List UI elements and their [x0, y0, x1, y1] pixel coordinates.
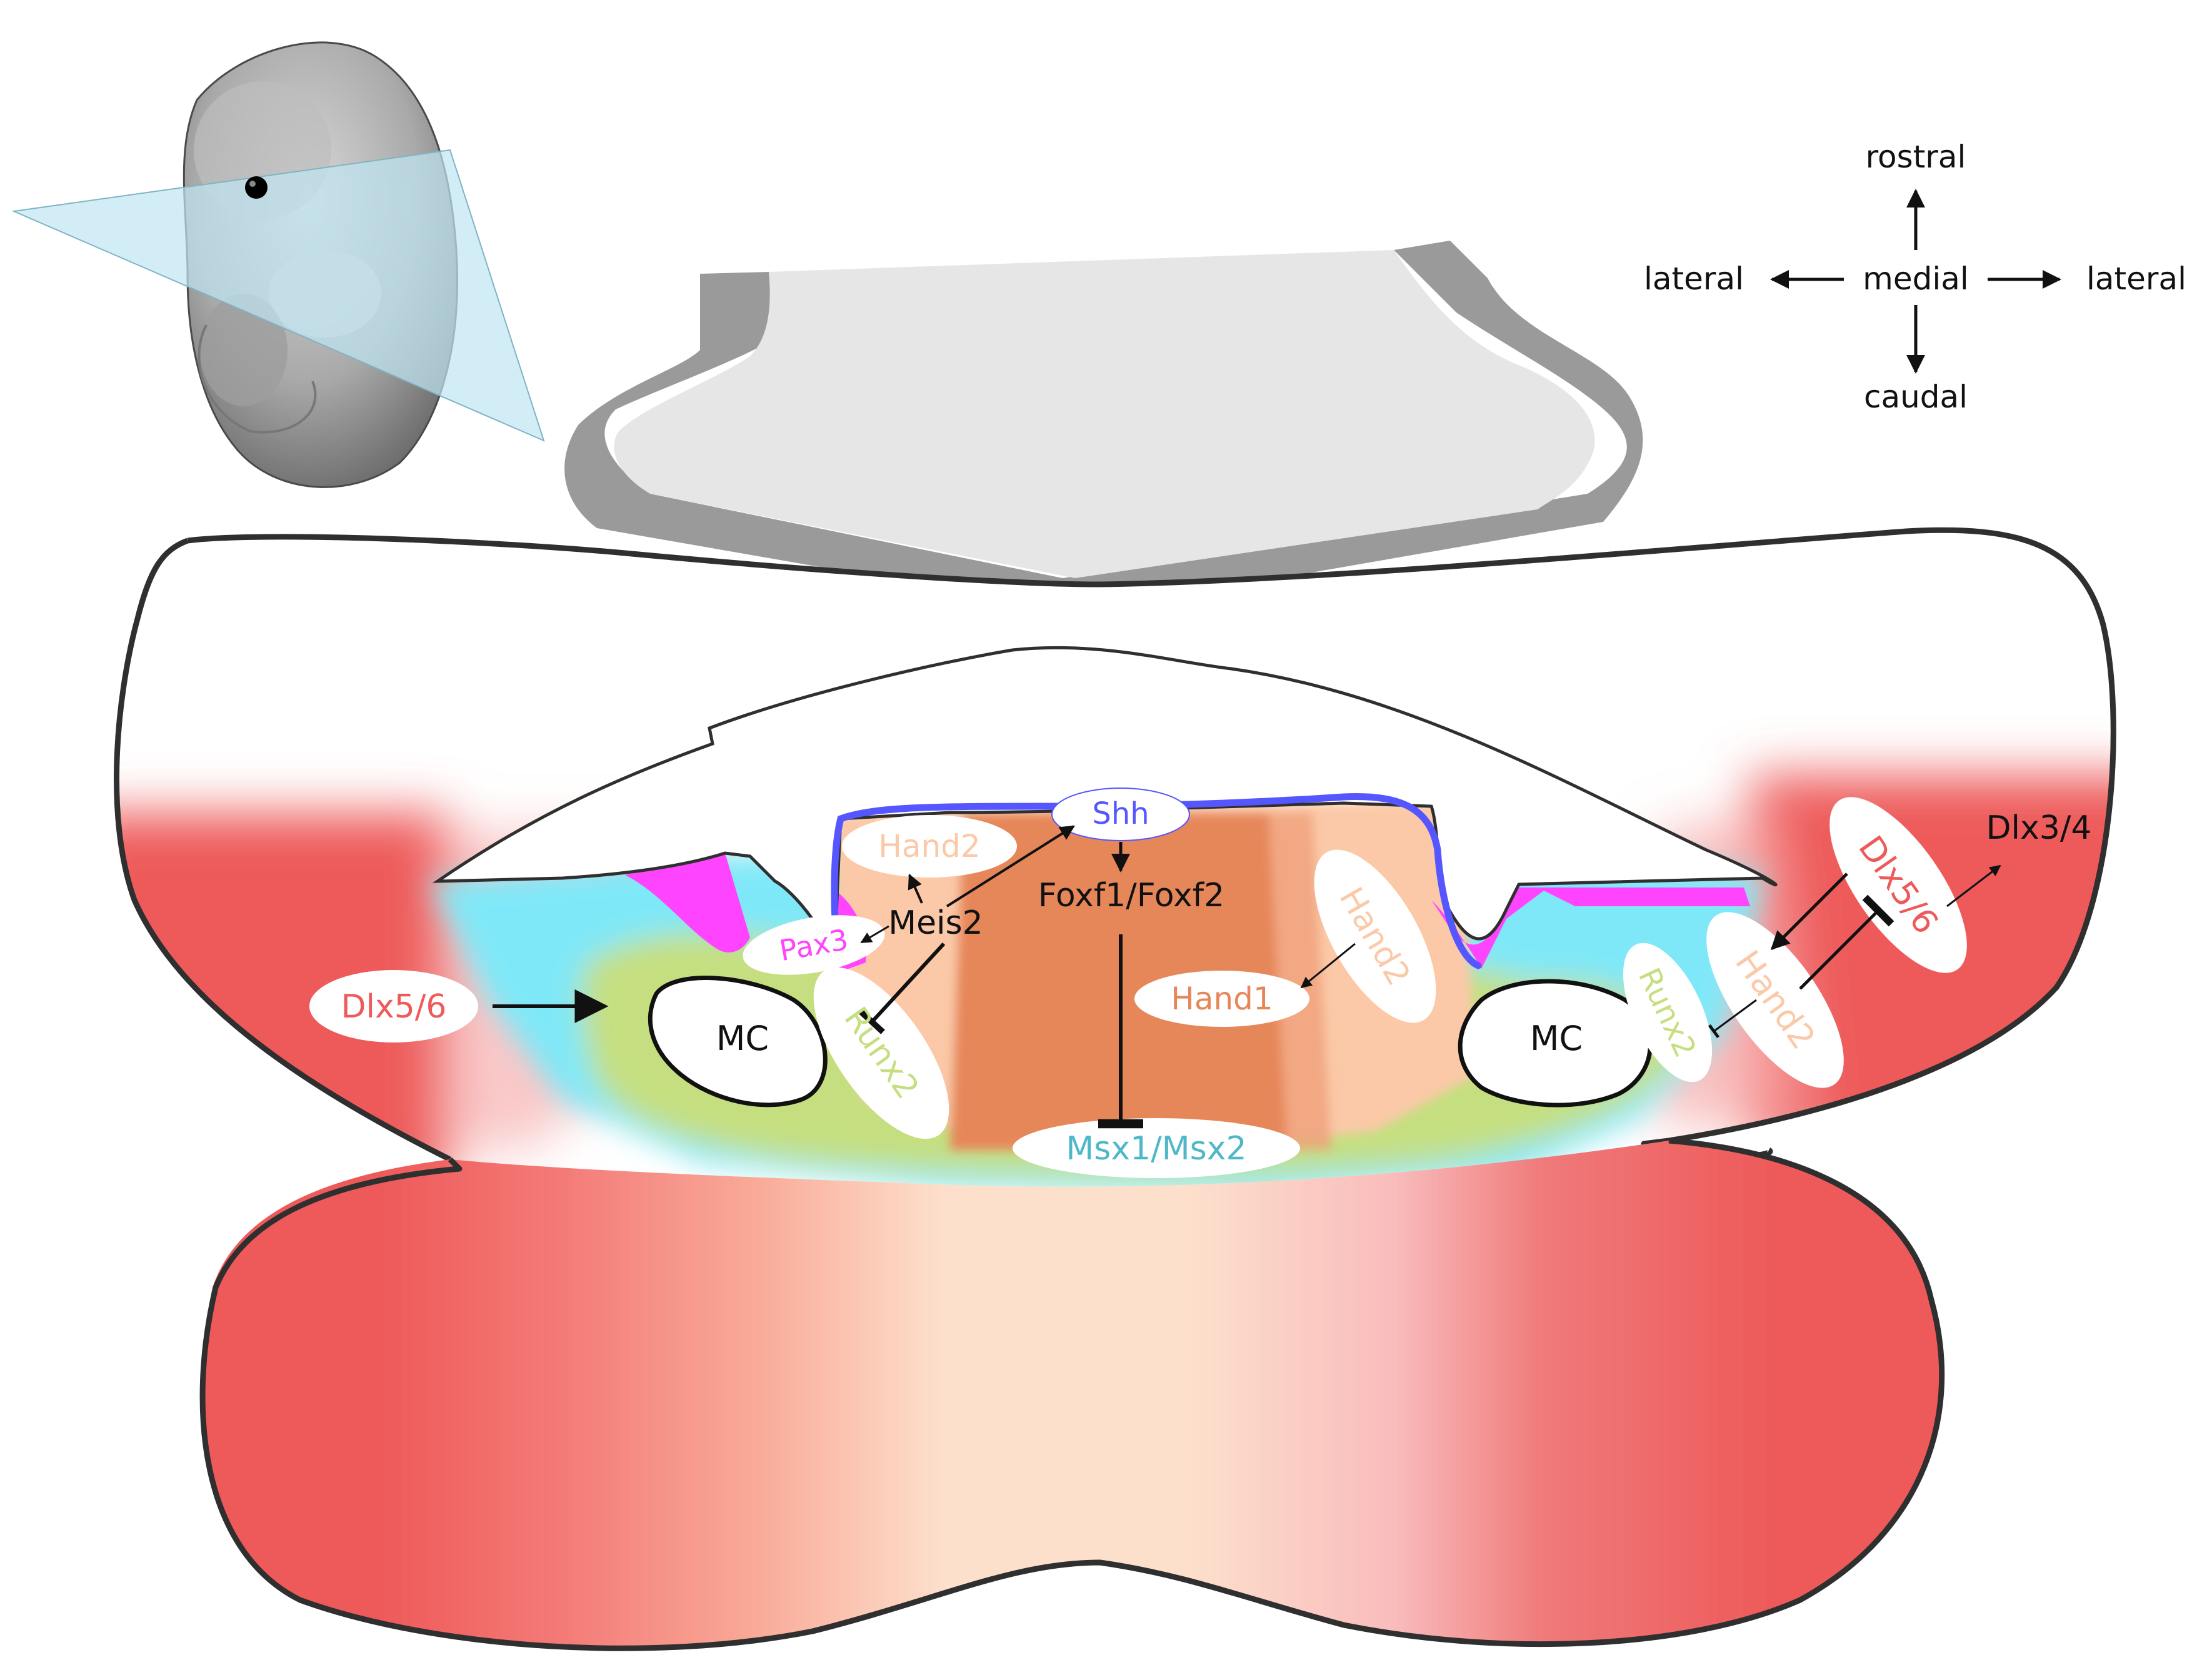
hand2-inhibits-runx2	[1708, 999, 1757, 1039]
mc-right-label: MC	[1530, 1019, 1583, 1058]
dlx56-to-dlx34-arrow	[1946, 864, 2001, 908]
meckels-cartilage-left	[648, 976, 828, 1108]
meis2-to-pax3-arrow	[860, 925, 889, 944]
meis2-label: Meis2	[888, 904, 983, 942]
msx-label: Msx1/Msx2	[1066, 1130, 1246, 1168]
rostral-label: rostral	[1866, 139, 1966, 175]
medial-label: medial	[1863, 261, 1969, 297]
dlx56-right-bubble	[1829, 797, 1967, 973]
embryo-section-icon	[11, 41, 545, 488]
lateral-right-label: lateral	[2086, 261, 2186, 297]
hand2-right-bubble	[1706, 912, 1844, 1088]
dlx56-to-hand2-arrow	[1770, 872, 1848, 951]
tongue-shape	[564, 241, 1643, 612]
section-plane	[11, 149, 545, 442]
dlx56-left-label: Dlx5/6	[341, 988, 447, 1026]
caudal-label: caudal	[1864, 379, 1968, 415]
meckels-cartilage-right	[1458, 979, 1653, 1108]
eye-dot	[245, 176, 268, 199]
dlx56-left-bubble	[309, 970, 478, 1042]
regulatory-links	[493, 825, 2001, 1129]
lower-region	[199, 1138, 1945, 1651]
mc-left-label: MC	[716, 1019, 769, 1058]
hand2-inhibits-dlx56	[1799, 894, 1894, 990]
msx-bubble	[1013, 1118, 1300, 1178]
hand1-bubble	[1134, 971, 1309, 1027]
hand2-to-hand1-arrow	[1300, 942, 1356, 989]
pax3-bubble	[743, 915, 885, 975]
meis2-to-shh-arrow	[946, 825, 1076, 908]
foxf-label: Foxf1/Foxf2	[1038, 877, 1224, 914]
lower-outline	[199, 1138, 1945, 1651]
runx2-right-bubble	[1623, 942, 1713, 1082]
meis2-inhibits-runx2	[859, 942, 946, 1034]
hand2-center-bubble	[1314, 849, 1436, 1023]
hand2-top-label: Hand2	[878, 828, 980, 864]
meis2-to-hand2-arrow	[908, 873, 923, 904]
hand2-top-bubble	[842, 815, 1017, 878]
runx2-left-bubble	[813, 967, 949, 1139]
lateral-left-label: lateral	[1644, 261, 1744, 297]
shh-label: Shh	[1092, 796, 1149, 831]
dlx34-label: Dlx3/4	[1986, 809, 2092, 847]
shh-bubble	[1051, 788, 1190, 841]
upper-outline	[113, 527, 2116, 1162]
hand1-label: Hand1	[1171, 981, 1273, 1017]
orientation-compass: rostral medial caudal lateral lateral	[1644, 139, 2186, 415]
